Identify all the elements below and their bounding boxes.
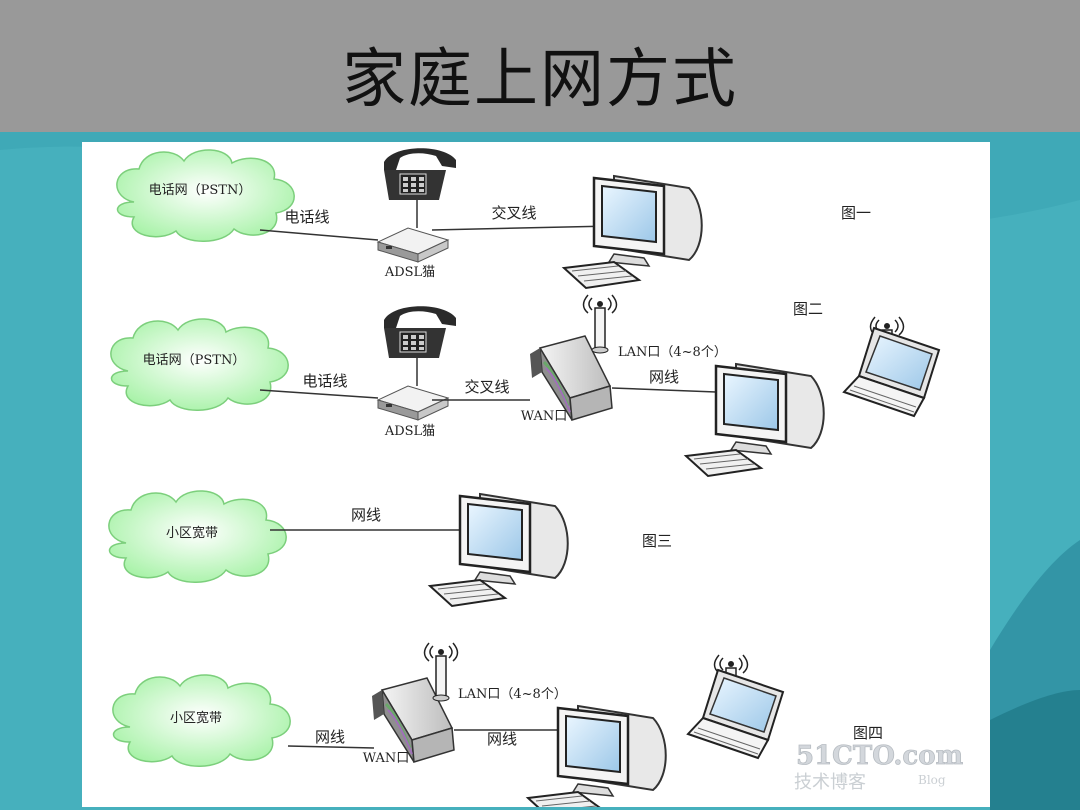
cloud-label: 电话网（PSTN） (143, 353, 246, 368)
desktop-computer-icon (684, 362, 825, 478)
phone-line (259, 389, 379, 399)
lan-port-label: LAN口（4~8个） (458, 687, 567, 702)
lan-port-label: LAN口（4~8个） (618, 345, 727, 360)
network-cable-label: 网线 (315, 728, 345, 746)
figure-3: 小区宽带 网线 图三 (108, 490, 672, 608)
modem-label: ADSL猫 (384, 265, 435, 280)
diagram-panel: 电话网（PSTN） 电话线 交叉线 ADSL猫 图一 电话网（PSTN） 电话线… (82, 142, 990, 807)
watermark-sub: 技术博客 (794, 772, 866, 793)
desktop-computer-icon (428, 492, 569, 608)
crossover-cable-label: 交叉线 (464, 378, 509, 396)
network-cable-label: 网线 (487, 730, 517, 748)
laptop-icon (843, 327, 940, 417)
watermark-brand: 51CTO.com (796, 741, 963, 771)
network-cable-label: 网线 (351, 506, 381, 524)
network-cable (611, 387, 717, 393)
slide-title: 家庭上网方式 (342, 43, 738, 117)
cloud-label: 电话网（PSTN） (149, 183, 252, 198)
desktop-computer-icon (526, 704, 667, 807)
phone-line (259, 229, 379, 241)
figure-caption: 图一 (841, 204, 871, 222)
figure-caption: 图三 (642, 532, 672, 550)
watermark-blog: Blog (918, 773, 946, 787)
adsl-modem-icon (377, 227, 449, 263)
modem-label: ADSL猫 (384, 424, 435, 439)
adsl-modem-icon (377, 385, 449, 421)
crossover-cable (431, 225, 613, 231)
cloud-label: 小区宽带 (166, 525, 218, 541)
figure-caption: 图二 (793, 300, 823, 318)
telephone-icon (383, 147, 457, 201)
figure-2: 电话网（PSTN） 电话线 交叉线 ADSL猫 LAN口（4~8个） WAN口 … (110, 294, 940, 478)
phone-line-label: 电话线 (302, 372, 347, 390)
laptop-icon (687, 669, 784, 759)
network-cable-label: 网线 (649, 368, 679, 386)
title-bar (0, 0, 1080, 132)
phone-line-label: 电话线 (284, 208, 329, 226)
network-cable (287, 745, 375, 749)
wan-port-label: WAN口 (521, 409, 567, 424)
watermark: 51CTO.com 技术博客 Blog (794, 741, 963, 793)
desktop-computer-icon (562, 174, 703, 290)
telephone-icon (383, 305, 457, 359)
crossover-cable-label: 交叉线 (491, 204, 536, 222)
cloud-label: 小区宽带 (170, 710, 222, 726)
figure-4: 小区宽带 网线 LAN口（4~8个） WAN口 网线 图四 (112, 642, 883, 807)
figure-1: 电话网（PSTN） 电话线 交叉线 ADSL猫 图一 (116, 147, 871, 290)
wan-port-label: WAN口 (363, 751, 409, 766)
figure-caption: 图四 (853, 724, 883, 742)
